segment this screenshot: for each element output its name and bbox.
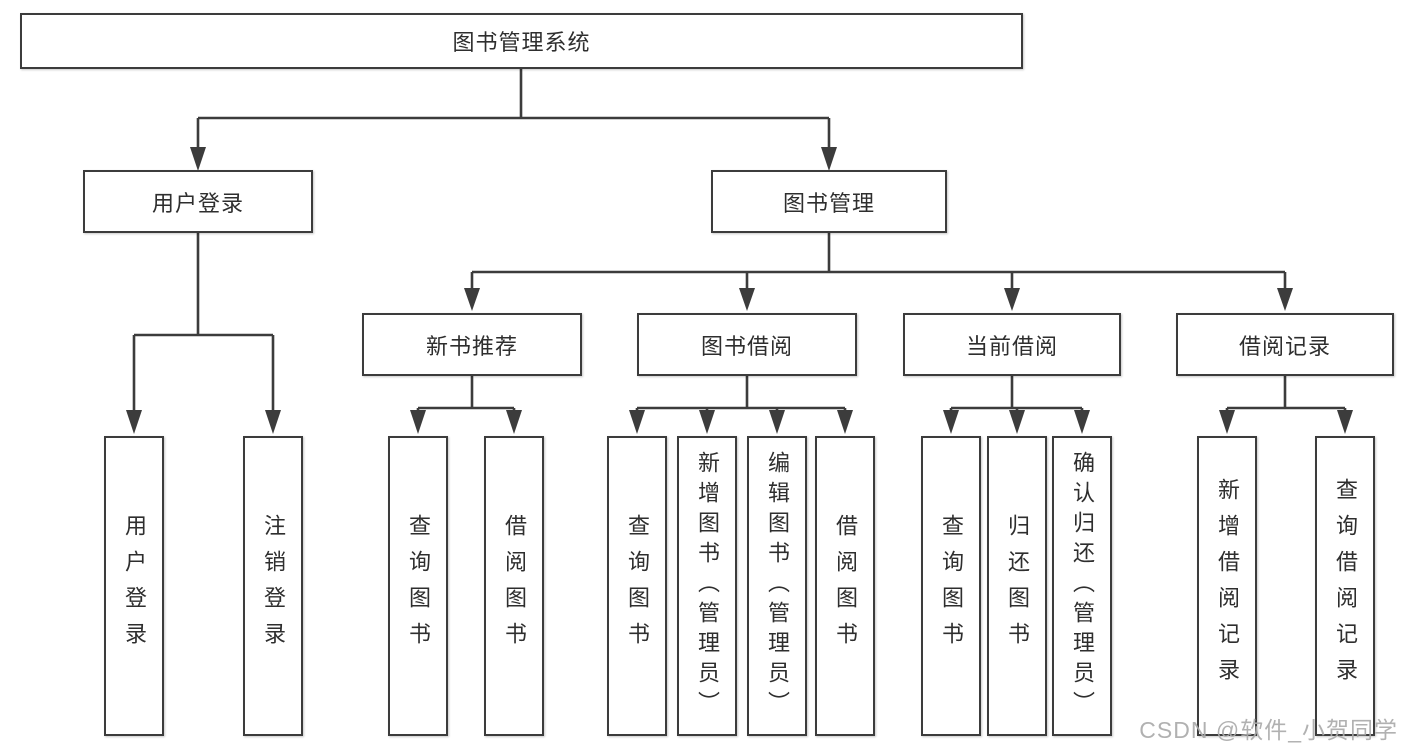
arrowhead [629,410,645,434]
edge-user-login-to-leaves [126,233,281,434]
edge-current-borrow-to-leaves [943,376,1090,434]
arrowhead [464,288,480,311]
leaf-query-books-current: 查询图书 [921,436,981,736]
node-current-borrow-label: 当前借阅 [965,333,1058,359]
edge-book-management-to-level3 [464,233,1293,311]
node-user-login: 用户登录 [83,170,313,233]
leaf-query-books-borrow-label: 查询图书 [625,514,650,658]
arrowhead [1009,410,1025,434]
leaf-user-login: 用户登录 [104,436,164,736]
node-book-borrow: 图书借阅 [637,313,857,376]
edge-new-book-to-leaves [410,376,522,434]
leaf-query-books-current-label: 查询图书 [939,514,964,658]
arrowhead [410,410,426,434]
node-borrow-records-label: 借阅记录 [1238,333,1331,359]
arrowhead [126,410,142,434]
arrowhead [837,410,853,434]
node-book-borrow-label: 图书借阅 [700,333,793,359]
arrowhead [190,147,206,171]
arrowhead [769,410,785,434]
arrowhead [739,288,755,311]
arrowhead [1337,410,1353,434]
arrowhead [699,410,715,434]
leaf-user-login-label: 用户登录 [122,514,147,658]
node-user-login-label: 用户登录 [151,190,244,216]
arrowhead [821,147,837,171]
node-new-book-recommend-label: 新书推荐 [425,333,518,359]
arrowhead [1074,410,1090,434]
leaf-edit-books-admin-label: 编辑图书（管理员） [765,451,790,721]
leaf-confirm-return-admin-label: 确认归还（管理员） [1070,451,1095,721]
leaf-add-books-admin-label: 新增图书（管理员） [695,451,720,721]
arrowhead [943,410,959,434]
node-book-management-label: 图书管理 [782,190,875,216]
leaf-add-borrow-record-label: 新增借阅记录 [1215,478,1240,694]
edge-borrow-records-to-leaves [1219,376,1353,434]
leaf-add-borrow-record: 新增借阅记录 [1197,436,1257,736]
leaf-confirm-return-admin: 确认归还（管理员） [1052,436,1112,736]
watermark-text: CSDN @软件_小贺同学 [1139,717,1398,743]
arrowhead [1219,410,1235,434]
leaf-edit-books-admin: 编辑图书（管理员） [747,436,807,736]
arrowhead [1277,288,1293,311]
arrowhead [506,410,522,434]
leaf-borrow-books: 借阅图书 [815,436,875,736]
leaf-query-borrow-record: 查询借阅记录 [1315,436,1375,736]
arrowhead [265,410,281,434]
leaf-add-books-admin: 新增图书（管理员） [677,436,737,736]
leaf-query-books-recommend: 查询图书 [388,436,448,736]
leaf-borrow-books-recommend-label: 借阅图书 [502,514,527,658]
node-root-system: 图书管理系统 [20,13,1023,69]
leaf-query-borrow-record-label: 查询借阅记录 [1333,478,1358,694]
node-current-borrow: 当前借阅 [903,313,1121,376]
leaf-borrow-books-label: 借阅图书 [833,514,858,658]
node-book-management: 图书管理 [711,170,947,233]
leaf-logout-label: 注销登录 [261,514,286,658]
arrowhead [1004,288,1020,311]
node-root-label: 图书管理系统 [452,30,591,55]
edge-root-to-level2 [190,69,837,171]
leaf-return-books-label: 归还图书 [1005,514,1030,658]
leaf-logout: 注销登录 [243,436,303,736]
edge-book-borrow-to-leaves [629,376,853,434]
node-borrow-records: 借阅记录 [1176,313,1394,376]
leaf-borrow-books-recommend: 借阅图书 [484,436,544,736]
node-new-book-recommend: 新书推荐 [362,313,582,376]
leaf-query-books-recommend-label: 查询图书 [406,514,431,658]
leaf-query-books-borrow: 查询图书 [607,436,667,736]
leaf-return-books: 归还图书 [987,436,1047,736]
